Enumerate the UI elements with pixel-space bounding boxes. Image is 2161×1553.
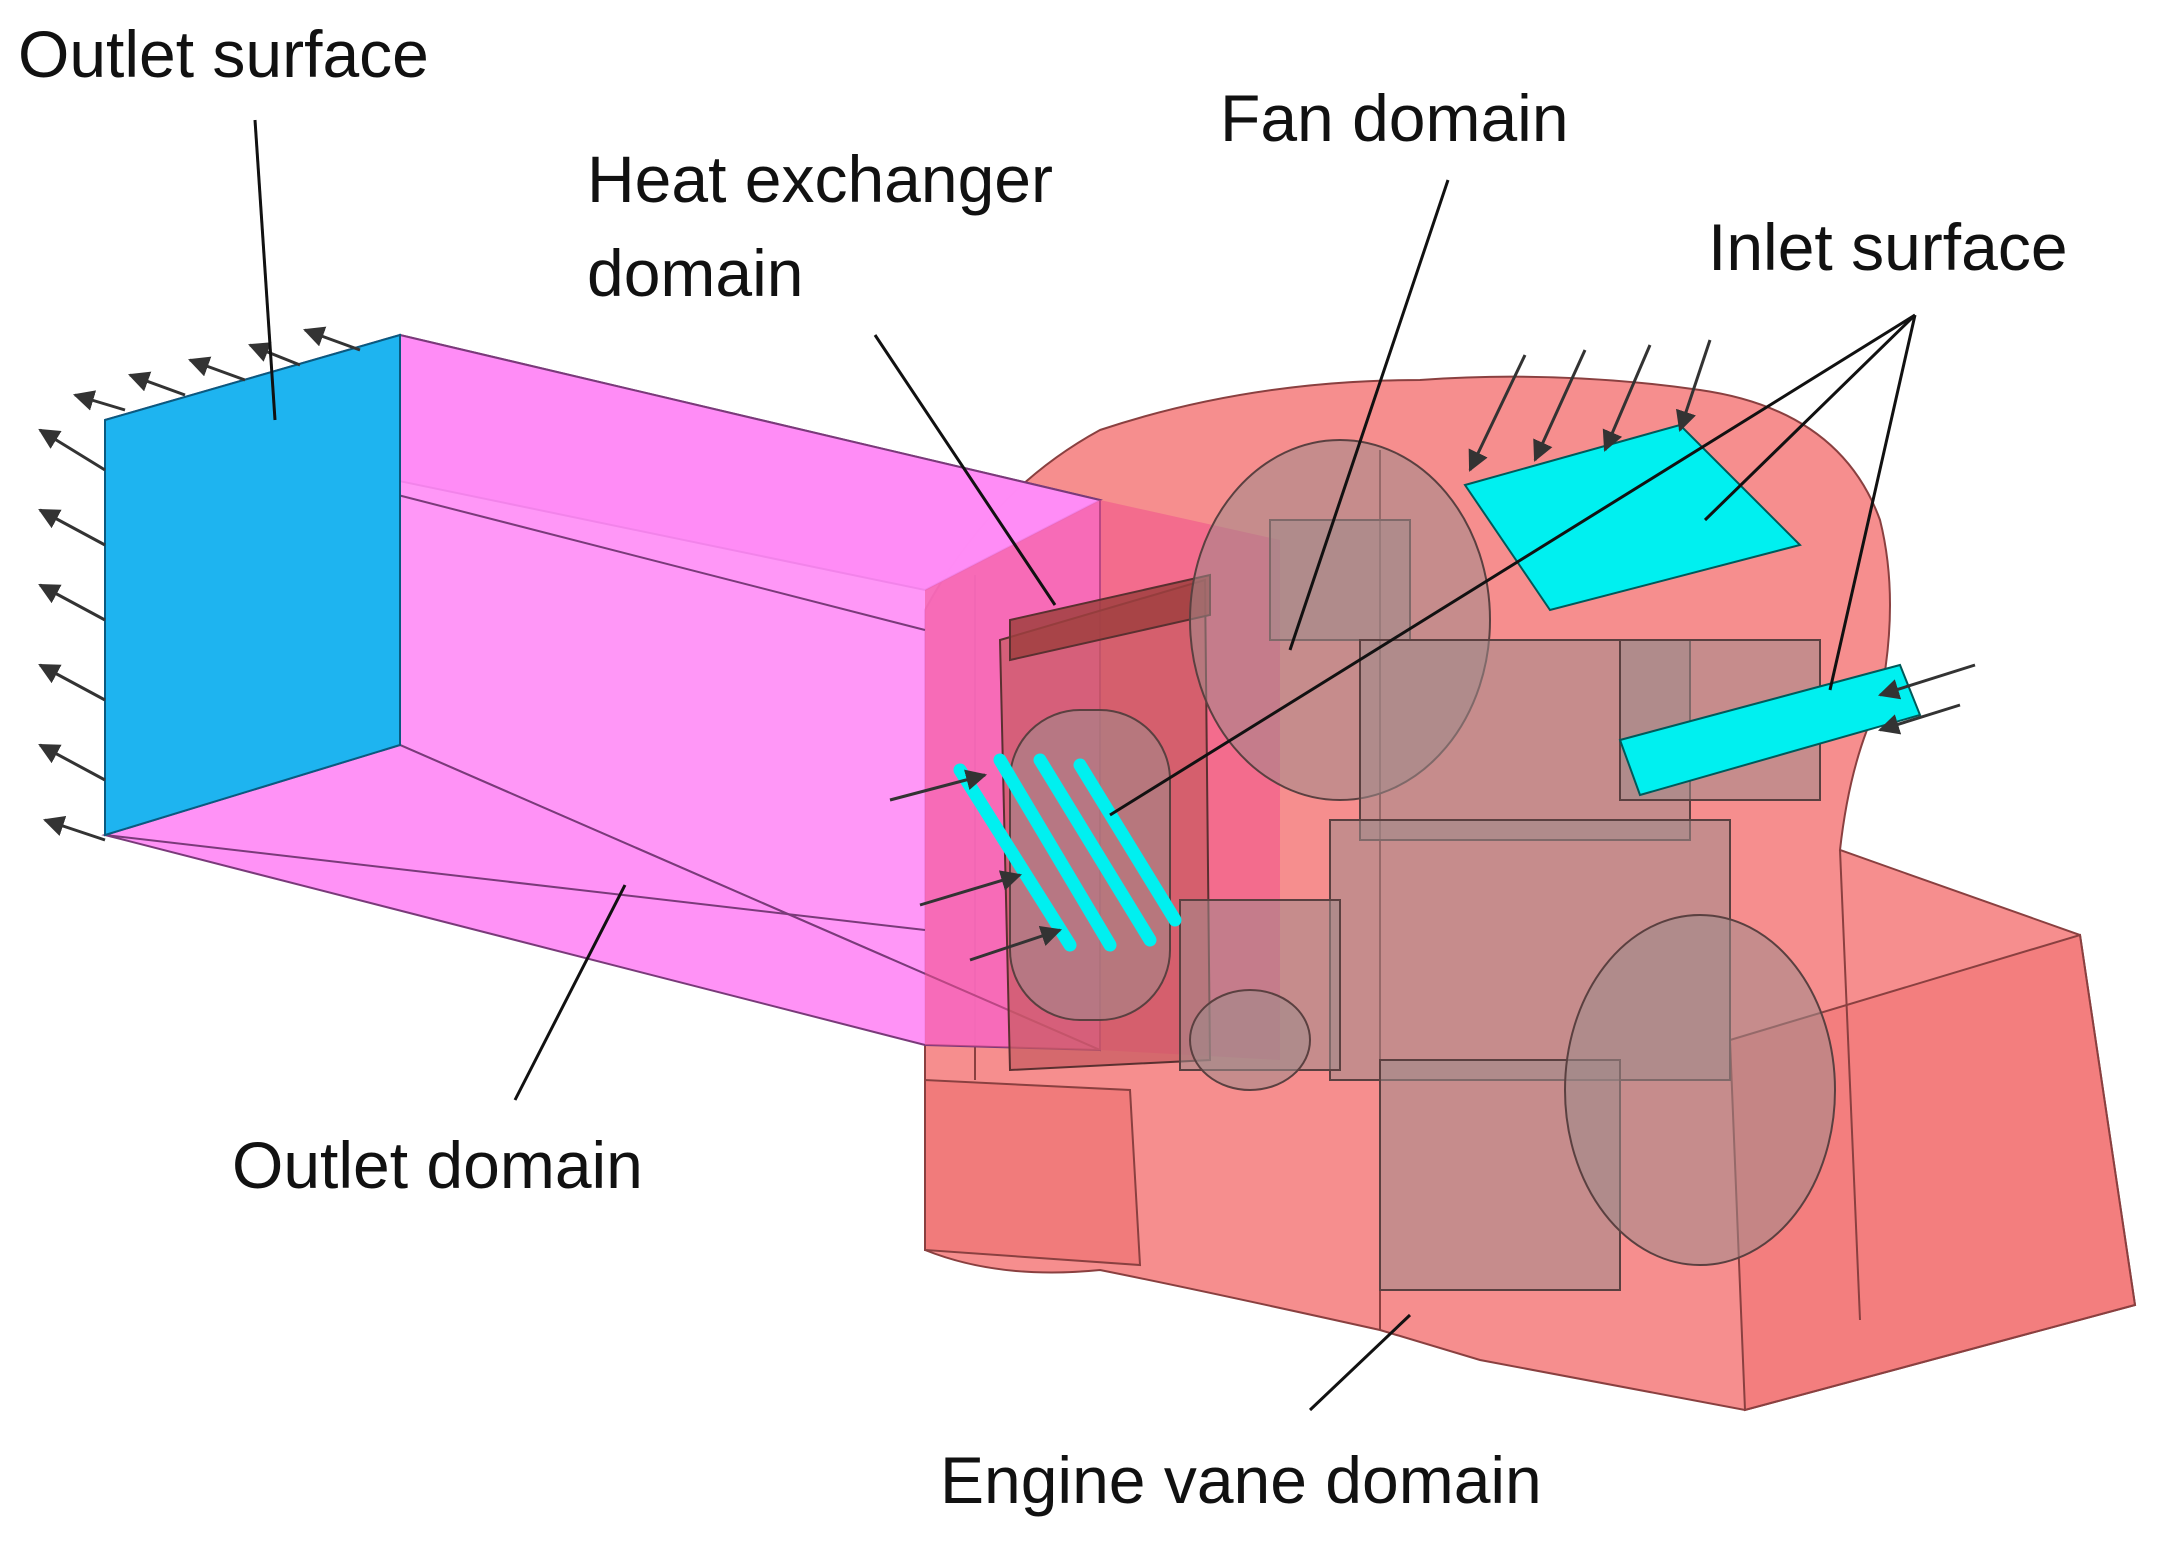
- engine-parts: [1009, 439, 1836, 1291]
- label-outlet-surface: Outlet surface: [18, 17, 429, 91]
- leader-lines: [253, 119, 1917, 1412]
- label-outlet-domain: Outlet domain: [232, 1128, 643, 1202]
- leader-outlet-surface: [253, 119, 277, 421]
- outlet-surface: [38, 326, 401, 842]
- pulley: [1189, 989, 1311, 1091]
- leader-heat-exchanger: [873, 334, 1057, 606]
- leader-inlet-1: [1703, 313, 1917, 522]
- outlet-surface-face: [104, 333, 401, 837]
- leader-inlet-2: [1828, 314, 1917, 691]
- leader-engine-vane: [1308, 1313, 1412, 1412]
- inlet-surface-right: [1618, 663, 1922, 797]
- inlet-surface: [889, 339, 1976, 962]
- inlet-surface-vents: [953, 753, 1182, 952]
- label-heat-exchanger-line1: Heat exchanger: [587, 142, 1053, 216]
- leader-fan-domain: [1288, 179, 1450, 651]
- leader-outlet-domain: [513, 884, 627, 1101]
- label-engine-vane-domain: Engine vane domain: [940, 1443, 1542, 1517]
- label-fan-domain: Fan domain: [1220, 81, 1569, 155]
- flywheel: [1564, 914, 1836, 1266]
- label-inlet-surface: Inlet surface: [1708, 210, 2068, 284]
- engine-vane-bottom-face: [924, 1078, 1142, 1267]
- leader-inlet-3: [1109, 313, 1916, 817]
- label-heat-exchanger-line2: domain: [587, 236, 804, 310]
